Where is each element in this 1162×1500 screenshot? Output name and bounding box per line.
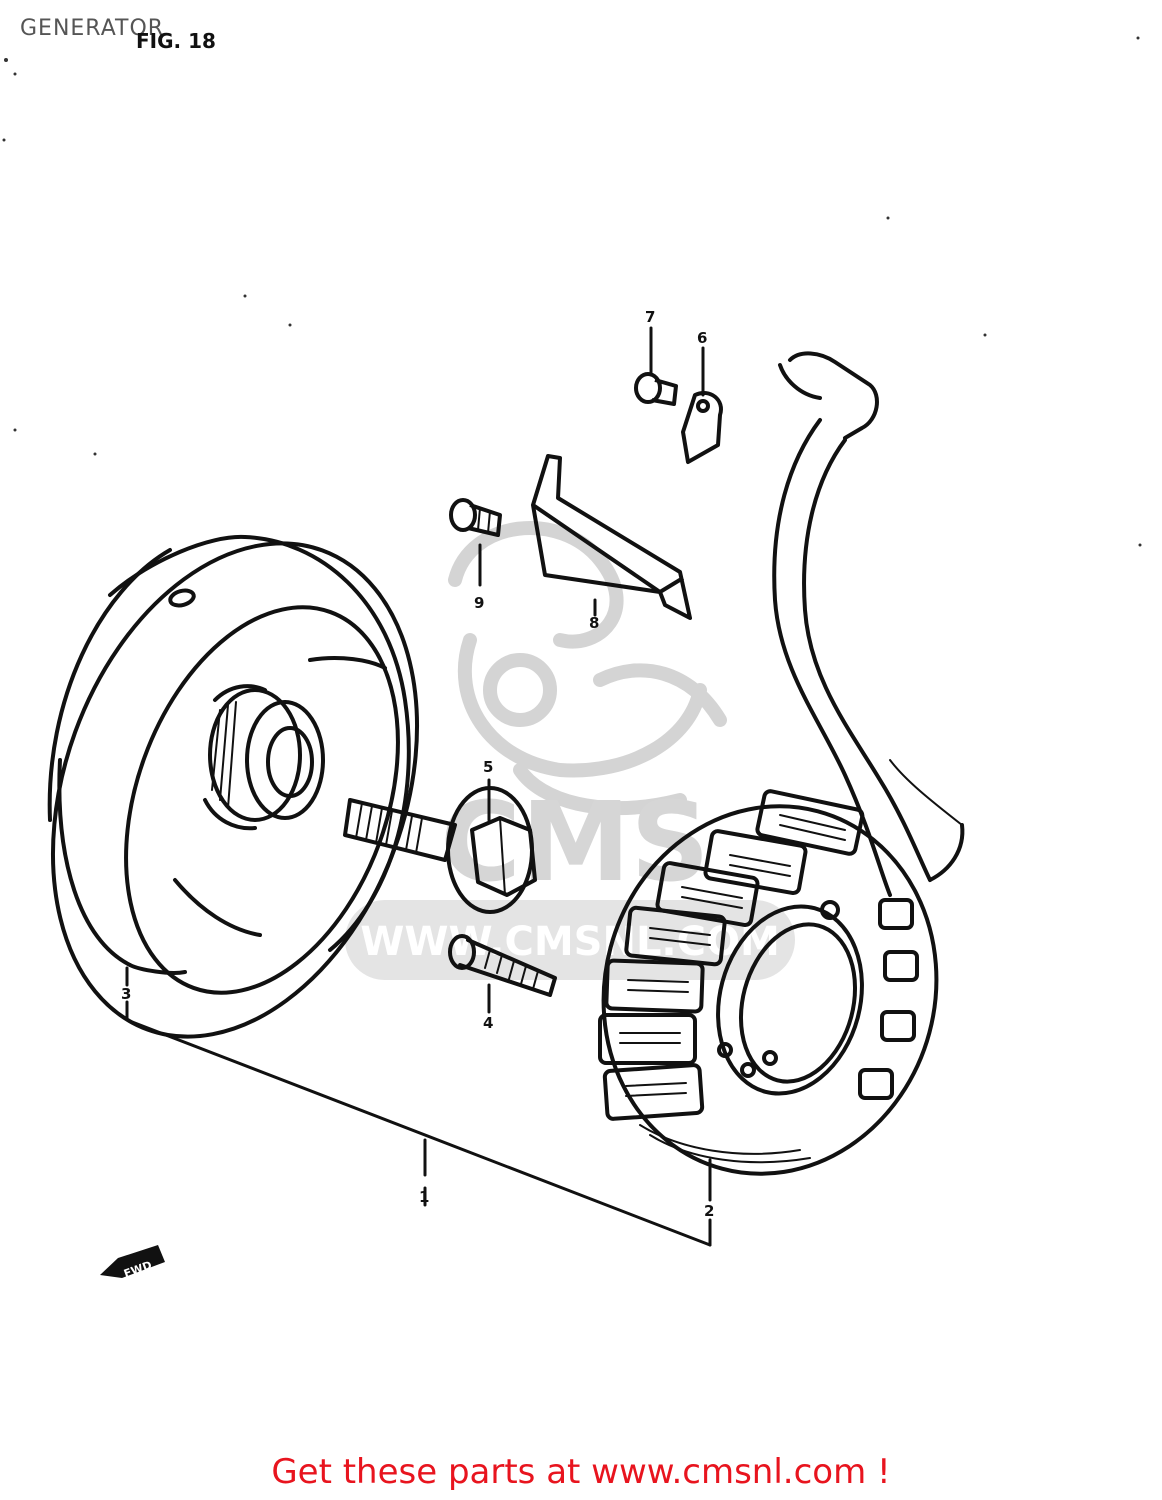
figure-label: FIG. 18	[136, 29, 216, 53]
cover-plate-part-8	[531, 454, 692, 620]
page-title: GENERATOR	[20, 16, 165, 41]
bolt-part-9	[449, 498, 502, 537]
callout-part-3: 3	[121, 985, 131, 1003]
generator-exploded-diagram: WWW.CMSNL.COM CMS	[2, 36, 1142, 1281]
callout-part-9: 9	[474, 594, 484, 612]
watermark	[448, 521, 727, 816]
screw-part-7	[634, 372, 678, 406]
callout-part-6: 6	[697, 329, 707, 347]
rotor-bolt	[343, 798, 457, 862]
rotor-flywheel	[47, 534, 420, 1039]
watermark-logo-text: CMS	[440, 778, 709, 906]
stator	[598, 789, 939, 1176]
promo-link[interactable]: Get these parts at www.cmsnl.com !	[271, 1452, 891, 1492]
callout-part-4: 4	[483, 1014, 493, 1032]
fwd-arrow-icon: FWD	[100, 1245, 165, 1281]
clamp-part-6	[681, 391, 723, 464]
watermark-text: WWW.CMSNL.COM CMS	[345, 778, 795, 980]
callout-part-8: 8	[589, 614, 599, 632]
scan-specks	[2, 36, 1142, 547]
screw-part-4	[448, 934, 557, 997]
callout-part-5: 5	[483, 758, 493, 776]
leader-lines	[125, 326, 712, 1247]
callout-part-7: 7	[645, 308, 655, 326]
stator-wire-harness	[772, 351, 965, 897]
callout-part-2: 2	[704, 1202, 714, 1220]
watermark-site-text: WWW.CMSNL.COM	[360, 919, 780, 965]
callout-part-1: 1	[419, 1188, 429, 1206]
